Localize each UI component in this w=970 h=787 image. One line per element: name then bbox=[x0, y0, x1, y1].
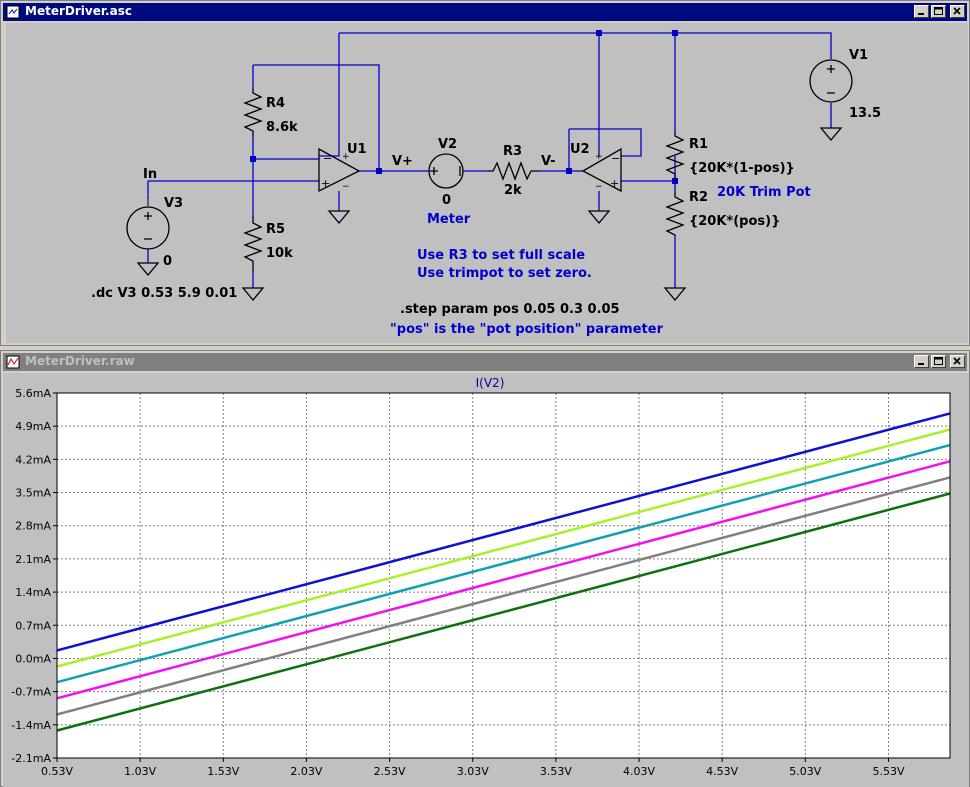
restore-button[interactable] bbox=[931, 355, 946, 368]
v3-value: 0 bbox=[163, 254, 172, 269]
y-tick-label: 3.5mA bbox=[15, 487, 51, 500]
y-tick-label: 0.0mA bbox=[15, 652, 51, 665]
svg-text:+: + bbox=[595, 152, 603, 162]
x-tick-label: 4.53V bbox=[706, 765, 738, 778]
r4-value: 8.6k bbox=[266, 120, 298, 135]
r1-value: {20K*(1-pos)} bbox=[689, 161, 795, 176]
series-line-6 bbox=[56, 492, 951, 732]
v1-name: V1 bbox=[849, 48, 868, 63]
resistor-r4[interactable]: R4 8.6k bbox=[243, 88, 298, 137]
x-tick-label: 3.53V bbox=[540, 765, 572, 778]
meter-label: Meter bbox=[427, 212, 471, 227]
r1-name: R1 bbox=[689, 137, 708, 152]
waveform-plot[interactable]: I(V2) 0.53V 1.03V 1.53V 2.03V 2.53V 3.03V 3.53… bbox=[3, 373, 969, 787]
opamp-u2[interactable]: − + + − U2 bbox=[570, 142, 622, 193]
schematic-drawing: R4 8.6k R5 10k In V3 0 − + bbox=[91, 30, 881, 337]
y-tick-label: 2.8mA bbox=[15, 520, 51, 533]
opamp-u1[interactable]: − + + − U1 bbox=[318, 142, 367, 193]
x-tick-label: 2.03V bbox=[290, 765, 322, 778]
close-button[interactable] bbox=[950, 5, 965, 18]
dc-directive[interactable]: .dc V3 0.53 5.9 0.01 bbox=[91, 286, 237, 301]
x-tick-label: 5.53V bbox=[872, 765, 904, 778]
x-tick-label: 3.03V bbox=[457, 765, 489, 778]
waveform-window: MeterDriver.raw I(V2) 0.53V 1.03V 1.53V 2.0… bbox=[0, 350, 970, 787]
y-tick-label: 4.9mA bbox=[15, 420, 51, 433]
y-tick-label: -1.4mA bbox=[11, 719, 51, 732]
u1-name: U1 bbox=[347, 142, 367, 157]
trim-pot-label: 20K Trim Pot bbox=[717, 185, 811, 200]
step-directive[interactable]: .step param pos 0.05 0.3 0.05 bbox=[400, 302, 620, 317]
x-tick-label: 1.53V bbox=[207, 765, 239, 778]
plot-ticks: 0.53V 1.03V 1.53V 2.03V 2.53V 3.03V 3.53V 4.03V… bbox=[11, 387, 905, 778]
svg-text:+: + bbox=[321, 177, 330, 190]
series-line-2 bbox=[56, 428, 951, 668]
x-tick-label: 4.03V bbox=[623, 765, 655, 778]
y-tick-label: 1.4mA bbox=[15, 586, 51, 599]
trace-title[interactable]: I(V2) bbox=[476, 376, 505, 390]
schematic-doc-icon bbox=[6, 5, 20, 19]
wires bbox=[147, 32, 832, 288]
y-tick-label: 4.2mA bbox=[15, 453, 51, 466]
series-line-3 bbox=[56, 443, 951, 684]
r3-name: R3 bbox=[503, 144, 522, 159]
r5-value: 10k bbox=[266, 246, 293, 261]
schematic-window: MeterDriver.asc bbox=[0, 0, 970, 346]
voltage-source-v3[interactable]: In V3 0 bbox=[126, 167, 183, 269]
r5-name: R5 bbox=[266, 222, 285, 237]
svg-text:+: + bbox=[610, 177, 619, 190]
note-full-scale: Use R3 to set full scale bbox=[417, 248, 585, 263]
svg-text:−: − bbox=[595, 182, 603, 192]
svg-text:+: + bbox=[342, 152, 350, 162]
v3-name: V3 bbox=[164, 196, 183, 211]
v2-name: V2 bbox=[438, 137, 457, 152]
series-line-5 bbox=[56, 476, 951, 716]
resistor-r3[interactable]: R3 2k bbox=[488, 144, 539, 198]
y-tick-label: 5.6mA bbox=[15, 387, 51, 400]
r4-name: R4 bbox=[266, 96, 285, 111]
waveform-titlebar[interactable]: MeterDriver.raw bbox=[3, 353, 967, 371]
y-tick-label: 0.7mA bbox=[15, 619, 51, 632]
x-tick-label: 5.03V bbox=[789, 765, 821, 778]
waveform-icon bbox=[6, 355, 20, 369]
svg-text:−: − bbox=[323, 152, 332, 165]
voltage-source-v1[interactable]: V1 13.5 bbox=[809, 48, 881, 121]
restore-button[interactable] bbox=[931, 5, 946, 18]
net-vplus-label: V+ bbox=[392, 154, 413, 169]
note-zero: Use trimpot to set zero. bbox=[417, 266, 592, 281]
plot-frame bbox=[56, 392, 951, 759]
x-tick-label: 0.53V bbox=[41, 765, 73, 778]
svg-text:−: − bbox=[611, 152, 620, 165]
net-vminus-label: V- bbox=[541, 154, 556, 169]
y-tick-label: -0.7mA bbox=[11, 686, 51, 699]
r3-value: 2k bbox=[504, 183, 522, 198]
svg-text:−: − bbox=[342, 182, 350, 192]
u2-name: U2 bbox=[570, 142, 590, 157]
r2-name: R2 bbox=[689, 190, 708, 205]
y-tick-label: 2.1mA bbox=[15, 553, 51, 566]
v1-value: 13.5 bbox=[849, 106, 881, 121]
resistor-r5[interactable]: R5 10k bbox=[243, 216, 293, 271]
waveform-window-title: MeterDriver.raw bbox=[25, 354, 135, 368]
x-tick-label: 1.03V bbox=[124, 765, 156, 778]
minimize-button[interactable] bbox=[914, 5, 929, 18]
y-tick-label: -2.1mA bbox=[11, 752, 51, 765]
minimize-button[interactable] bbox=[914, 355, 929, 368]
plot-series bbox=[56, 412, 951, 732]
v2-value: 0 bbox=[442, 193, 451, 208]
resistor-r1[interactable]: R1 {20K*(1-pos)} bbox=[665, 131, 795, 181]
net-in-label: In bbox=[143, 167, 157, 182]
series-line-1 bbox=[56, 412, 951, 652]
schematic-titlebar[interactable]: MeterDriver.asc bbox=[3, 3, 967, 21]
schematic-canvas[interactable]: R4 8.6k R5 10k In V3 0 − + bbox=[6, 23, 968, 343]
x-tick-label: 2.53V bbox=[374, 765, 406, 778]
schematic-window-title: MeterDriver.asc bbox=[25, 4, 132, 18]
r2-value: {20K*(pos)} bbox=[689, 214, 780, 229]
close-button[interactable] bbox=[950, 355, 965, 368]
voltage-source-v2[interactable]: V2 0 Meter bbox=[427, 137, 471, 227]
resistor-r2[interactable]: R2 {20K*(pos)} bbox=[665, 190, 780, 236]
series-line-4 bbox=[56, 460, 951, 700]
ground-symbols bbox=[136, 127, 843, 302]
pos-comment: "pos" is the "pot position" parameter bbox=[390, 322, 664, 337]
